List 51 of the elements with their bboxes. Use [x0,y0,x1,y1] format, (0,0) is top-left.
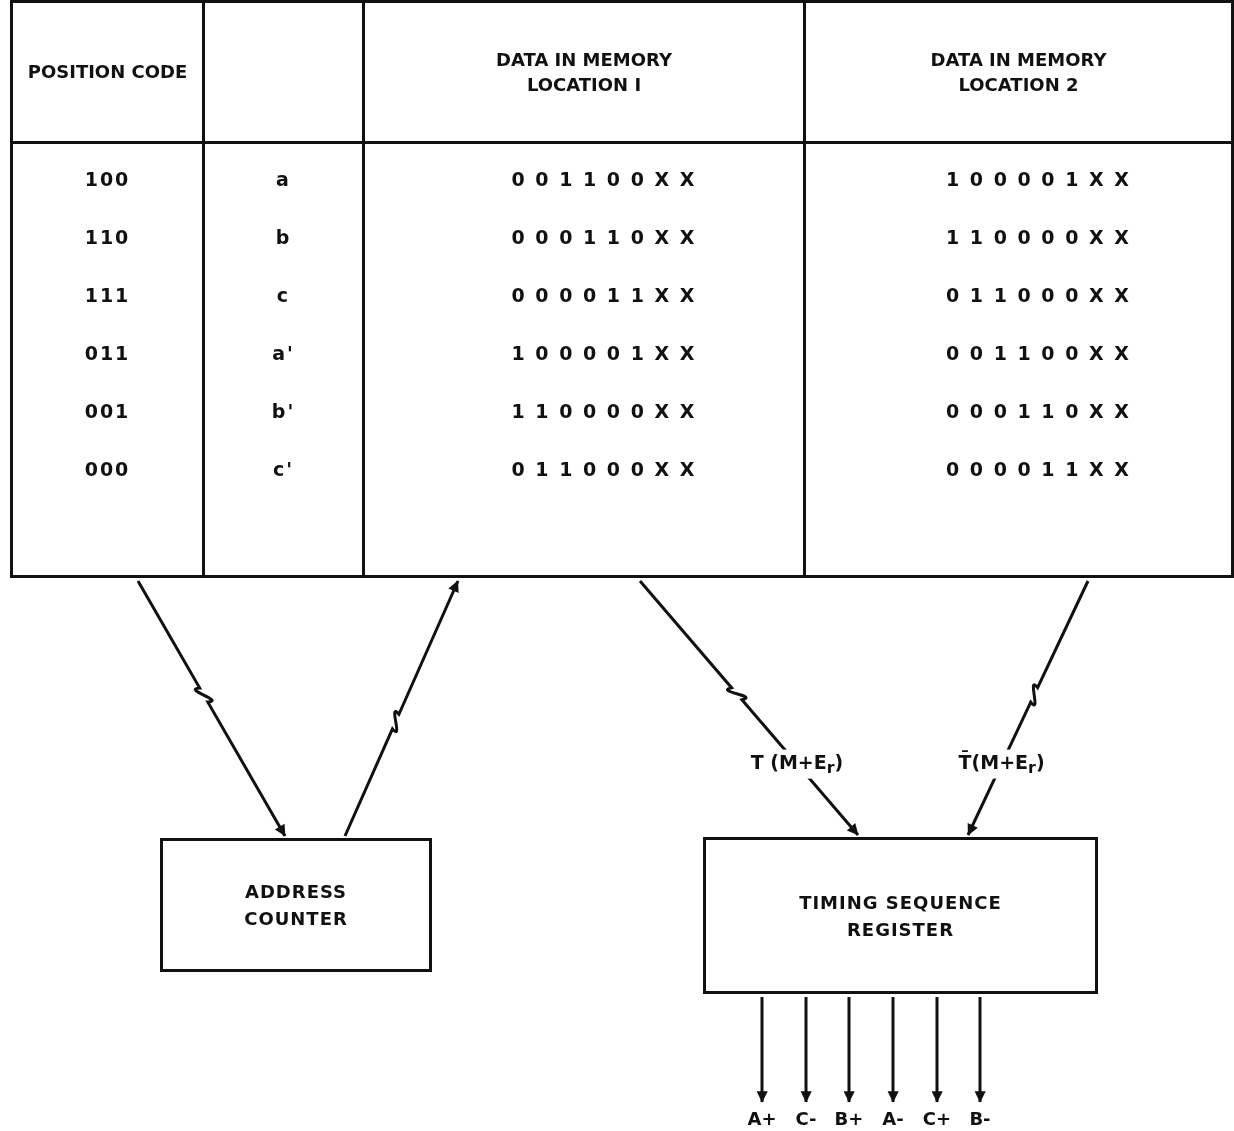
code-text: b' [270,400,297,422]
block-box [703,837,1098,994]
signal-name: C- [795,1107,817,1129]
code-text: 110 [83,226,132,248]
signal-name: B- [969,1107,991,1129]
arrow [974,997,986,1103]
signal-name: B+ [834,1107,864,1129]
table-column [202,0,365,578]
block-box [160,838,432,972]
table-column [803,0,1234,578]
code-text: 001 [83,400,132,422]
data-bits: 1 1 0 0 0 0 X X [510,400,698,422]
code-text: 100 [83,168,132,190]
arrow [843,997,855,1103]
arrow [343,580,460,837]
table-column [362,0,806,578]
arrow [966,580,1090,836]
arrow [638,580,860,836]
code-text: a [275,168,292,190]
arrow [756,997,768,1103]
data-bits: 1 0 0 0 0 1 X X [945,168,1132,190]
signal-name: A+ [747,1107,777,1129]
box-label: ADDRESS COUNTER [243,880,349,931]
code-text: a' [271,342,296,364]
code-text: c [275,284,292,306]
data-bits: 0 1 1 0 0 0 X X [945,284,1132,306]
data-bits: 0 0 0 1 1 0 X X [945,400,1132,422]
data-bits: 1 1 0 0 0 0 X X [945,226,1132,248]
data-bits: 1 0 0 0 0 1 X X [510,342,698,364]
column-header: DATA IN MEMORY LOCATION I [495,47,673,97]
signal-name: C+ [922,1107,952,1129]
arrow [136,580,287,837]
data-bits: 0 0 1 1 0 0 X X [945,342,1132,364]
code-text: b [274,226,293,248]
column-header: POSITION CODE [26,60,189,85]
code-text: 011 [83,342,132,364]
box-label: TIMING SEQUENCE REGISTER [798,890,1003,942]
code-text: c' [271,458,296,480]
data-bits: 0 0 0 0 1 1 X X [945,458,1132,480]
data-bits: 0 1 1 0 0 0 X X [510,458,698,480]
data-bits: 0 0 1 1 0 0 X X [510,168,698,190]
signal-name: A- [882,1107,904,1129]
arrow [800,997,812,1103]
arrow [887,997,899,1103]
code-text: 000 [83,458,132,480]
table-column [10,0,205,578]
code-text: 111 [83,284,132,306]
column-header: DATA IN MEMORY LOCATION 2 [929,47,1108,97]
data-bits: 0 0 0 1 1 0 X X [510,226,698,248]
data-bits: 0 0 0 0 1 1 X X [510,284,698,306]
arrow [931,997,943,1103]
